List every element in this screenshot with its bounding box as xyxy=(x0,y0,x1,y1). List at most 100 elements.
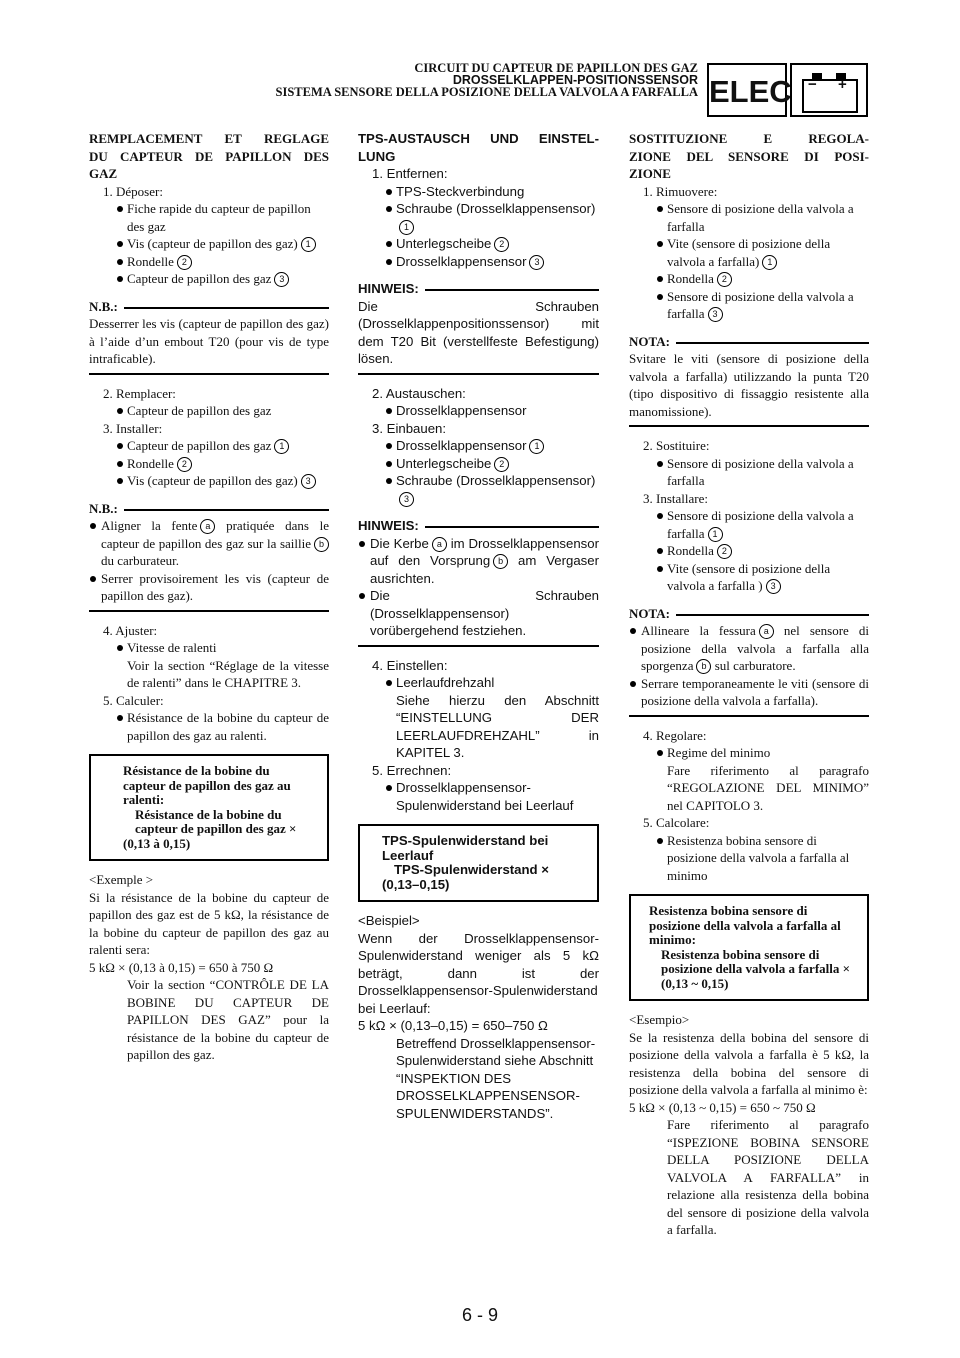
step-2: 2. Austauschen: xyxy=(372,385,466,401)
text: am Vergaser ausrichten. xyxy=(370,553,599,586)
list-item: Vis (capteur de papillon des gaz)3 xyxy=(89,472,329,490)
rule-line xyxy=(424,526,599,529)
callout-marker: 2 xyxy=(494,237,510,252)
rule-line xyxy=(424,289,599,292)
text: Serrer provisoirement les vis (capteur d… xyxy=(89,570,329,605)
rule-line xyxy=(89,372,329,375)
section-title: DU CAPTEUR DE PAPILLON DES xyxy=(89,148,329,164)
text: + xyxy=(838,76,847,93)
list-item: Resistenza bobina sensore di posizione d… xyxy=(629,832,869,885)
elec-section-tab: ELEC xyxy=(707,63,792,117)
text: Vis (capteur de papillon des gaz) xyxy=(127,236,298,251)
step-4: 4. Ajuster: xyxy=(103,622,158,638)
text: HINWEIS: xyxy=(358,280,599,298)
text: Sensore di posizione della valvola a far… xyxy=(667,455,854,489)
header-title-it: SISTEMA SENSORE DELLA POSIZIONE DELLA VA… xyxy=(275,85,698,99)
text: TPS-Steckverbindung xyxy=(396,183,525,199)
text: Drosselklappensensor-Spulenwiderstand be… xyxy=(396,780,574,813)
text: Capteur de papillon des gaz xyxy=(127,438,272,453)
list-item: Résistance de la bobine du capteur de pa… xyxy=(89,709,329,744)
text: N.B.: xyxy=(89,500,329,518)
text: Voir la section “Réglage de la vitesse d… xyxy=(127,657,329,691)
section-title: SOSTITUZIONE E REGOLA- xyxy=(629,131,869,146)
text: nel sensore di posizione della valvola a… xyxy=(641,623,870,673)
text: Rondelle xyxy=(127,455,174,471)
text: sul carburatore. xyxy=(714,658,796,673)
text: NOTA: xyxy=(629,605,869,623)
text: Fare riferimento al paragrafo “ISPEZIONE… xyxy=(667,1117,869,1237)
list-item: Vite (sensore di posizione della valvola… xyxy=(629,560,869,595)
callout-marker: 1 xyxy=(274,439,290,454)
text: 5 kΩ × (0,13 à 0,15) = 650 à 750 Ω xyxy=(89,959,274,975)
text: Resistenza bobina sensore di posizione d… xyxy=(667,832,850,883)
list-item: Sensore di posizione della valvola a far… xyxy=(629,200,869,235)
note-heading: HINWEIS: xyxy=(358,518,419,533)
callout-marker: 3 xyxy=(765,579,781,594)
list-item: Fiche rapide du capteur de papillon des … xyxy=(89,200,329,235)
list-item: Regime del minimo xyxy=(629,744,869,762)
text: N.B.: xyxy=(89,298,329,316)
rule-line xyxy=(629,714,869,717)
text xyxy=(836,73,846,79)
text: Vite (sensore di posizione della valvola… xyxy=(667,560,831,594)
text: Schraube (Drosselklappensensor) xyxy=(396,473,596,488)
callout-marker: b xyxy=(696,659,712,674)
text: Desserrer les vis (capteur de papillon d… xyxy=(89,316,329,366)
step-5: 5. Calculer: xyxy=(103,692,164,708)
callout-marker: 2 xyxy=(716,272,732,287)
text: Aligner la fente xyxy=(101,518,198,533)
column-italian: SOSTITUZIONE E REGOLA- ZIONE DEL SENSORE… xyxy=(629,130,869,1239)
text: Sensore di posizione della valvola a far… xyxy=(667,288,854,322)
column-german: TPS-AUSTAUSCH UND EINSTEL- LUNG 1. Entfe… xyxy=(358,130,599,1122)
rule-line xyxy=(629,425,869,427)
note-block: NOTA: Svitare le viti (sensore di posizi… xyxy=(629,333,869,427)
text: Serrer provisoirement les vis (capteur d… xyxy=(101,570,329,604)
note-heading: N.B.: xyxy=(89,298,118,314)
step-1: 1. Rimuovere: xyxy=(643,183,718,199)
battery-icon: − + xyxy=(790,63,868,117)
text: Allineare la fessura xyxy=(641,623,756,638)
callout-1: 1 xyxy=(300,237,316,252)
note-block: HINWEIS: Die Schrauben (Drosselklappenpo… xyxy=(358,280,599,375)
callout-marker: a xyxy=(431,536,447,552)
callout-marker: 1 xyxy=(399,219,414,235)
text xyxy=(812,73,822,79)
step-1: 1. Déposer: xyxy=(103,183,163,199)
callout-marker: 3 xyxy=(707,307,723,322)
list-item: Drosselklappensensor xyxy=(358,402,599,420)
text: Betreffend Drosselklappensensor-Spulenwi… xyxy=(396,1035,596,1121)
text: Schraube (Drosselklappensensor) xyxy=(396,201,596,216)
callout-marker: 3 xyxy=(399,491,414,507)
example-heading: <Esempio> xyxy=(629,1012,690,1027)
list-item: Drosselklappensensor-Spulenwiderstand be… xyxy=(358,779,599,814)
spec-box: Résistance de la bobine du capteur de pa… xyxy=(89,754,329,861)
text: Resistenza bobina sensore di posizione d… xyxy=(661,946,851,991)
text: TPS-Spulenwiderstand × xyxy=(394,862,549,877)
step-2: 2. Sostituire: xyxy=(643,438,710,453)
callout-3: 3 xyxy=(274,272,290,287)
text: 5 kΩ × (0,13 ~ 0,15) = 650 ~ 750 Ω xyxy=(629,1099,816,1115)
text: Serrare temporaneamente le viti (sensore… xyxy=(629,675,869,710)
text: NOTA: xyxy=(629,333,869,351)
step-1: 1. Entfernen: xyxy=(372,166,448,181)
text: Sensore di posizione della valvola a far… xyxy=(667,508,854,541)
step-4: 4. Einstellen: xyxy=(372,657,448,673)
callout-marker: 2 xyxy=(716,544,732,559)
callout-marker: a xyxy=(200,519,216,534)
section-title: ZIONE DEL SENSORE DI POSI- xyxy=(629,148,869,164)
text: Résistance de la bobine du capteur de pa… xyxy=(127,710,329,743)
text xyxy=(802,79,858,113)
section-title: GAZ xyxy=(89,166,118,181)
text: Drosselklappensensor xyxy=(396,403,527,418)
text: Sensore di posizione della valvola a far… xyxy=(667,201,854,234)
spec-box: Resistenza bobina sensore di posizione d… xyxy=(629,894,869,1001)
text: Résistance de la bobine du capteur de pa… xyxy=(135,806,297,836)
list-item: Capteur de papillon des gaz xyxy=(89,402,329,420)
list-item: Sensore di posizione della valvola a far… xyxy=(629,507,869,542)
rule-line xyxy=(675,341,869,344)
